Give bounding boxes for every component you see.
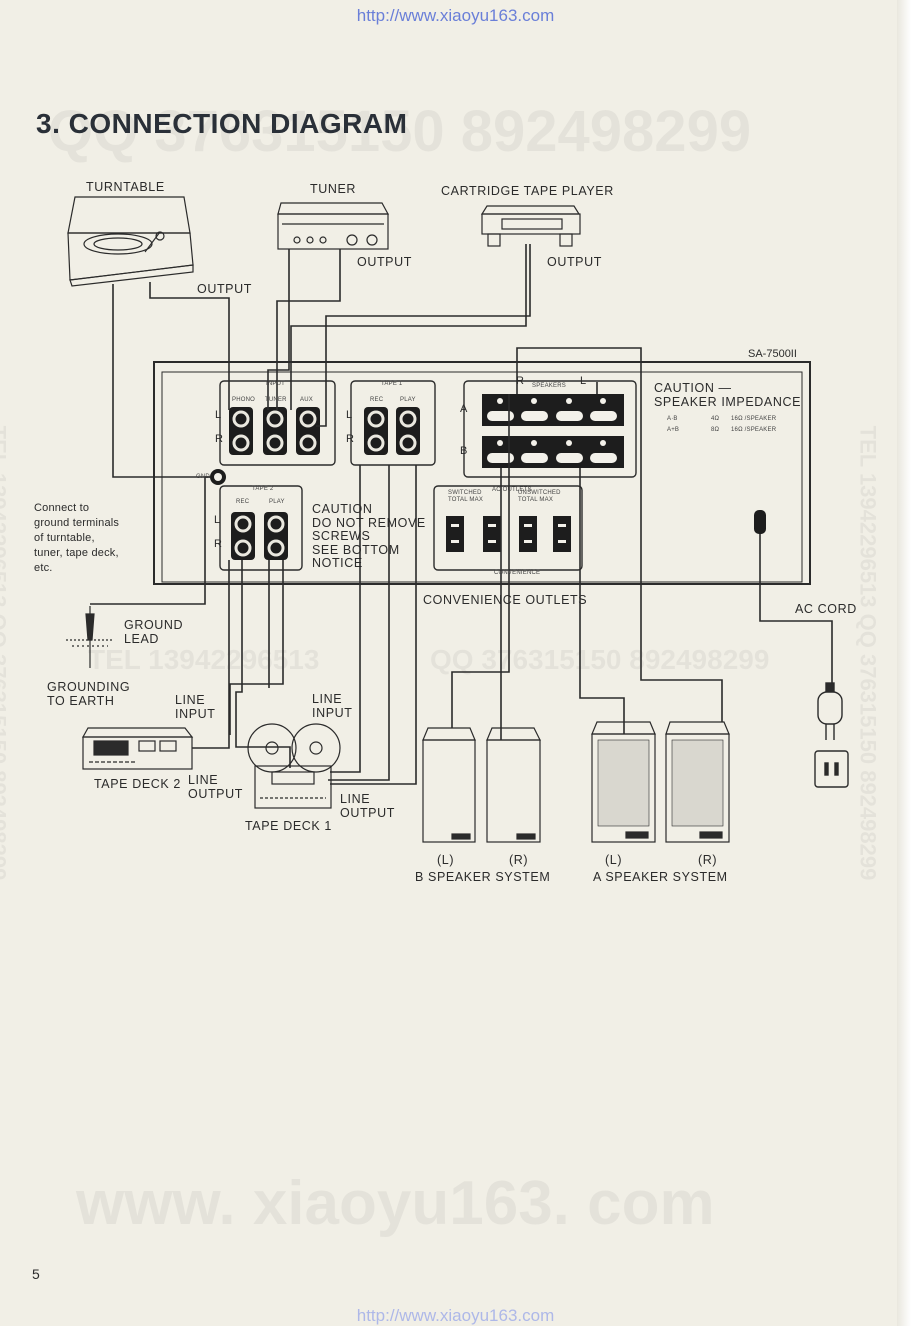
panel-speakers-label: SPEAKERS — [532, 383, 566, 389]
cartridge-device — [480, 205, 581, 247]
model-label: SA-7500II — [748, 348, 797, 360]
page-title: 3. CONNECTION DIAGRAM — [36, 108, 408, 139]
ac-plug — [814, 682, 849, 788]
speaker-terminal-group — [463, 380, 637, 478]
panel-aux-label: AUX — [300, 397, 313, 403]
header-url[interactable]: http://www.xiaoyu163.com — [356, 6, 555, 25]
ac-outlet-group — [433, 485, 583, 571]
connection-wires — [90, 244, 833, 785]
speaker-terminals — [482, 394, 624, 468]
tape2-jack-group — [219, 485, 303, 571]
b-speaker-label: B SPEAKER SYSTEM — [415, 870, 551, 884]
panel-convenience-label: CONVENIENCE — [494, 570, 541, 576]
panel-tuner-label: TUNER — [265, 397, 287, 403]
tape-deck-2-label: TAPE DECK 2 — [94, 777, 181, 791]
tape1-jack-group — [350, 380, 436, 466]
panel-tape2-label: TAPE 2 — [252, 486, 274, 492]
panel-gnd-label: GND — [196, 474, 210, 480]
ac-cord-label: AC CORD — [795, 602, 857, 616]
panel-phono-label: PHONO — [232, 397, 256, 403]
panel-r-1-label: R — [215, 433, 224, 445]
panel-r-3-label: R — [214, 538, 223, 550]
speaker-cabinets — [422, 721, 730, 843]
b-right-label: (R) — [509, 853, 529, 867]
output-tuner-label: OUTPUT — [357, 255, 412, 269]
panel-row-b-label: B — [460, 445, 468, 457]
page-number: 5 — [32, 1266, 40, 1282]
tape-deck-2-device — [81, 727, 194, 770]
page-edge — [897, 0, 911, 1326]
ac-outlets — [446, 516, 571, 552]
panel-tape1-label: TAPE 1 — [381, 381, 403, 387]
convenience-outlets-label: CONVENIENCE OUTLETS — [423, 593, 588, 607]
panel-rec-1-label: REC — [370, 397, 384, 403]
panel-sp-r-label: R — [516, 375, 525, 387]
turntable-label: TURNTABLE — [86, 180, 165, 194]
ac-cord-grommet — [754, 510, 766, 534]
tuner-device — [277, 202, 390, 250]
tuner-label: TUNER — [310, 182, 357, 196]
panel-l-3-label: L — [214, 514, 221, 526]
caution-impedance: CAUTION —SPEAKER IMPEDANCE — [654, 381, 802, 409]
panel-rec-2-label: REC — [236, 499, 250, 505]
turntable-device — [67, 196, 194, 287]
watermark-site: www. xiaoyu163. com — [76, 1169, 715, 1238]
panel-l-2-label: L — [346, 409, 353, 421]
panel-sp-l-label: L — [580, 375, 587, 387]
gnd-terminal — [210, 469, 226, 485]
a-right-label: (R) — [698, 853, 718, 867]
output-turntable-label: OUTPUT — [197, 282, 252, 296]
watermark-qq: QQ 376315150 892498299 — [48, 99, 752, 164]
panel-play-2-label: PLAY — [269, 499, 285, 505]
a-left-label: (L) — [605, 853, 623, 867]
tape-deck-1-device — [247, 723, 341, 809]
footer-url[interactable]: http://www.xiaoyu163.com — [356, 1306, 555, 1325]
cartridge-label: CARTRIDGE TAPE PLAYER — [441, 184, 614, 198]
b-left-label: (L) — [437, 853, 455, 867]
panel-l-1-label: L — [215, 409, 222, 421]
watermark-qq-mid: QQ 376315150 892498299 — [430, 644, 770, 675]
tape-deck-1-label: TAPE DECK 1 — [245, 819, 332, 833]
a-speaker-label: A SPEAKER SYSTEM — [593, 870, 728, 884]
panel-r-2-label: R — [346, 433, 355, 445]
watermark-tel: TEL 13942296513 — [88, 644, 320, 675]
output-cartridge-label: OUTPUT — [547, 255, 602, 269]
panel-play-1-label: PLAY — [400, 397, 416, 403]
panel-input-label: INPUT — [266, 381, 285, 387]
ground-stake — [66, 606, 114, 668]
panel-ac-outlets-label: AC OUTLETS — [492, 487, 532, 493]
panel-row-a-label: A — [460, 403, 468, 415]
amplifier-rear-panel — [153, 361, 811, 585]
